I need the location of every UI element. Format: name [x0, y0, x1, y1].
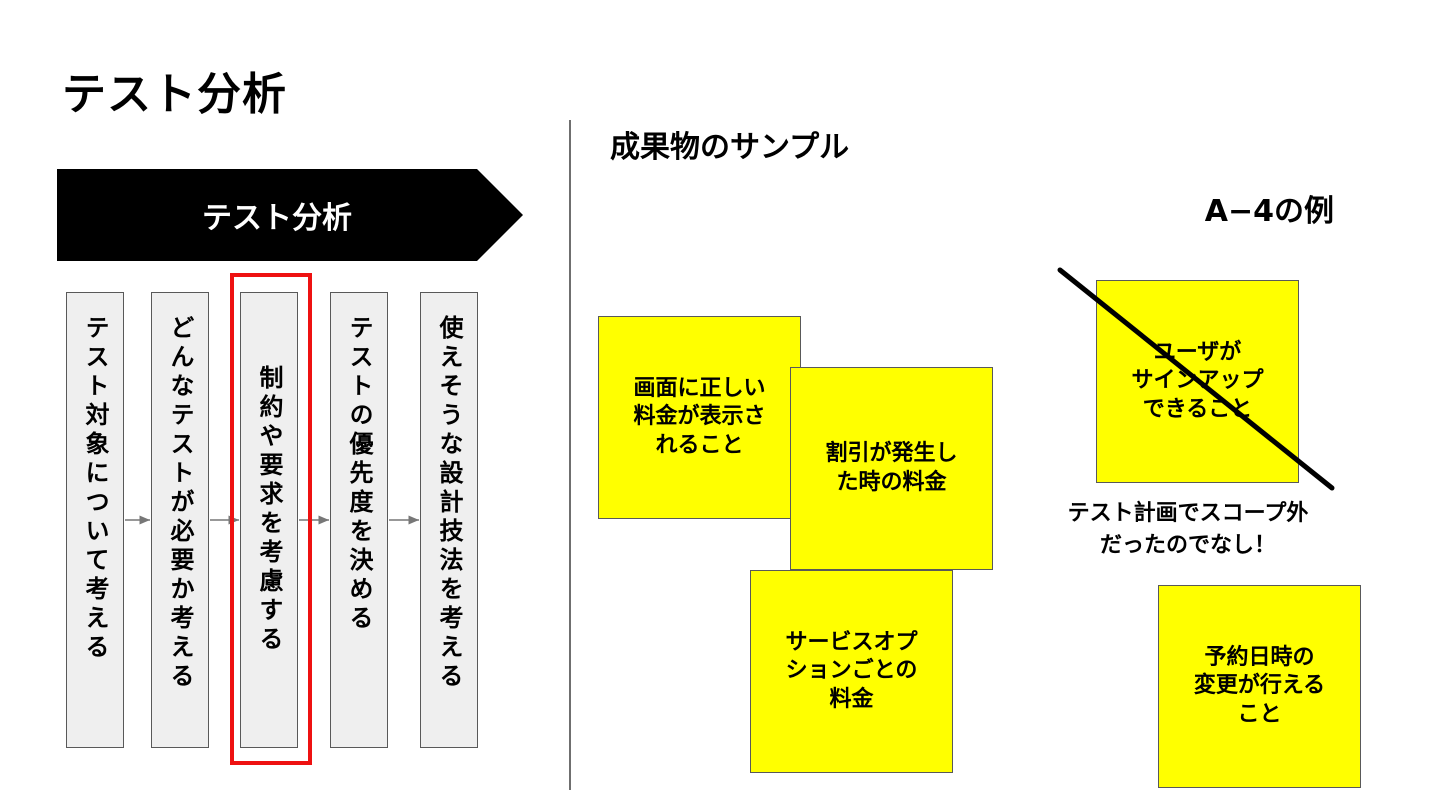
section-title: 成果物のサンプル: [610, 130, 850, 165]
page-title: テスト分析: [62, 69, 287, 120]
banner-arrow-shape: [57, 169, 523, 261]
sticky-note: 予約日時の 変更が行える こと: [1158, 585, 1361, 788]
step-label: 制約や要求を考慮する: [255, 365, 283, 655]
step-box: テストの優先度を決める: [330, 292, 388, 748]
strike-through-line: [1057, 267, 1335, 491]
step-label: テスト対象について考える: [81, 315, 109, 663]
step-label: テストの優先度を決める: [345, 315, 373, 634]
step-connectors: [125, 515, 419, 525]
step-label: どんなテストが必要か考える: [166, 315, 194, 692]
out-of-scope-note: テスト計画でスコープ外 だったのでなし！: [1067, 501, 1309, 558]
process-banner: テスト分析: [57, 169, 523, 261]
example-label: A−4の例: [1204, 194, 1334, 229]
step-box-highlighted: 制約や要求を考慮する: [240, 292, 298, 748]
sticky-note: 画面に正しい 料金が表示さ れること: [598, 316, 801, 519]
banner-label: テスト分析: [202, 201, 352, 236]
sticky-note: サービスオプ ションごとの 料金: [750, 570, 953, 773]
step-label: 使えそうな設計技法を考える: [435, 315, 463, 692]
step-box: どんなテストが必要か考える: [151, 292, 209, 748]
vertical-divider: [569, 120, 571, 790]
step-box: テスト対象について考える: [66, 292, 124, 748]
sticky-note: 割引が発生し た時の料金: [790, 367, 993, 570]
step-box: 使えそうな設計技法を考える: [420, 292, 478, 748]
process-steps: テスト対象について考える どんなテストが必要か考える 制約や要求を考慮する テス…: [0, 0, 560, 810]
highlight-frame: [230, 273, 312, 765]
